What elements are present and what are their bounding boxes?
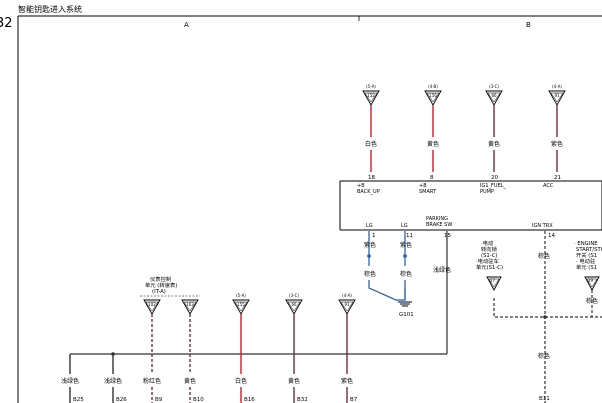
unit-motor-label: ·电动转向锁(S1-C)·电动驻车单元(S1-C)	[476, 239, 503, 271]
terminal-symbol	[232, 299, 250, 315]
terminal-wire-color: 浅绿色	[104, 377, 122, 385]
terminal-pin: 20	[491, 175, 498, 181]
terminal-function: ACC	[543, 183, 554, 189]
terminal-wire-color: 黄色	[488, 140, 500, 148]
unit-engine-symbol	[584, 276, 600, 291]
terminal-pin-number: 66	[291, 302, 297, 307]
terminal-pin: 21	[554, 175, 561, 181]
bottom-terminal: (3-C) 66 黄色 B32	[285, 293, 308, 403]
ground-wire-top-2: 紫色	[400, 241, 412, 249]
unit-engine-pin: 29	[588, 278, 594, 283]
ecu-pin-15: 15	[444, 233, 451, 239]
diagram-title: 智能钥匙进入系统	[18, 4, 82, 14]
bottom-terminals: 浅绿色 B25 浅绿色 B26 102 粉红色 B9 103 黄色 B10 (5-A) 155 白色 B1…	[61, 293, 358, 403]
terminal-connector: (5-A)	[366, 84, 376, 89]
terminal-symbol	[338, 299, 356, 315]
ign-wire	[493, 231, 602, 403]
ecu-pin-11: 11	[406, 233, 413, 239]
terminal-pin-number: 155	[237, 302, 245, 307]
bottom-terminal: 102 粉红色 B9	[143, 299, 163, 403]
ign-wire-top-label: 棕色	[538, 252, 550, 260]
terminal-pin-number: 152	[367, 93, 375, 98]
terminal-connector: (4-A)	[552, 84, 562, 89]
terminal-symbol	[424, 90, 442, 106]
ground-wire-bot-2: 棕色	[400, 270, 412, 278]
terminal-pin-number: 156	[429, 93, 437, 98]
unit-motor-symbol	[486, 276, 502, 291]
terminal-pin: B25	[73, 397, 84, 403]
bottom-terminal: (4-A) 91 紫色 B7	[338, 293, 358, 403]
terminal-function: IG1_FUEL_PUMP	[480, 183, 507, 195]
terminal-pin-number: 103	[186, 302, 194, 307]
terminal-wire-color: 白色	[235, 377, 247, 385]
ground-label: G101	[399, 312, 414, 318]
terminal-pin: B9	[155, 397, 163, 403]
parking-wire-label: 浅绿色	[433, 266, 451, 274]
ecu-label-lg-1: LG	[366, 223, 373, 229]
meter-unit-label: 仪表控制单元 (转速表)(IT-A)	[145, 275, 177, 295]
terminal-pin: 8	[430, 175, 434, 181]
bottom-terminal: 浅绿色 B25	[61, 354, 84, 403]
terminal-wire-color: 黄色	[288, 377, 300, 385]
diagram-frame	[17, 15, 602, 403]
terminal-symbol	[548, 90, 566, 106]
terminal-wire-color: 浅绿色	[61, 377, 79, 385]
bottom-terminal: 浅绿色 B26	[104, 354, 127, 403]
terminal-pin: B10	[193, 397, 204, 403]
ecu-label-ign: IGN TRX	[532, 223, 553, 229]
terminal-connector: (4-A)	[342, 293, 352, 298]
terminal-wire-color: 粉红色	[143, 377, 161, 385]
page-corner-label: 32	[0, 16, 13, 31]
ecu-box	[339, 180, 602, 231]
terminal-symbol	[485, 90, 503, 106]
unit-engine-wire: 棕色	[586, 297, 598, 305]
terminal-wire-color: 白色	[365, 140, 377, 148]
terminal-connector: (3-C)	[289, 293, 299, 298]
unit-motor-pin: 27	[490, 278, 496, 283]
terminal-connector: (4-B)	[428, 84, 438, 89]
ground-wire-bot-1: 棕色	[364, 270, 376, 278]
ground-network	[367, 231, 412, 307]
bottom-terminal: 103 黄色 B10	[181, 299, 204, 403]
terminal-pin: B16	[244, 397, 255, 403]
ground-wire-top-1: 紫色	[364, 241, 376, 249]
terminal-pin: 18	[368, 175, 375, 181]
ecu-label-lg-2: LG	[401, 223, 408, 229]
bottom-bus	[70, 352, 447, 356]
ign-wire-bottom-label: 棕色	[538, 352, 550, 360]
terminal-pin: B26	[116, 397, 127, 403]
terminal-symbol	[181, 299, 199, 315]
terminal-symbol	[362, 90, 380, 106]
ign-pin-bottom: B11	[539, 396, 550, 402]
zone-label-b: B	[526, 21, 531, 29]
terminal-symbol	[285, 299, 303, 315]
terminal-pin-number: 91	[344, 302, 350, 307]
terminal-pin-number: 66	[491, 93, 497, 98]
terminal-wire-color: 紫色	[551, 140, 563, 148]
terminal-pin: B32	[297, 397, 308, 403]
terminal-symbol	[143, 299, 161, 315]
terminal-pin-number: 102	[148, 302, 156, 307]
ecu-pin-14: 14	[548, 233, 555, 239]
terminal-connector: (5-A)	[236, 293, 246, 298]
terminal-pin-number: 91	[554, 93, 560, 98]
terminal-wire-color: 黄色	[427, 140, 439, 148]
ecu-pin-1: 1	[372, 233, 376, 239]
bottom-terminal: (5-A) 155 白色 B16	[232, 293, 255, 403]
terminal-pin: B7	[350, 397, 358, 403]
zone-label-a: A	[184, 21, 189, 29]
terminal-wire-color: 黄色	[184, 377, 196, 385]
terminal-connector: (3-C)	[489, 84, 499, 89]
terminal-wire-color: 紫色	[341, 377, 353, 385]
